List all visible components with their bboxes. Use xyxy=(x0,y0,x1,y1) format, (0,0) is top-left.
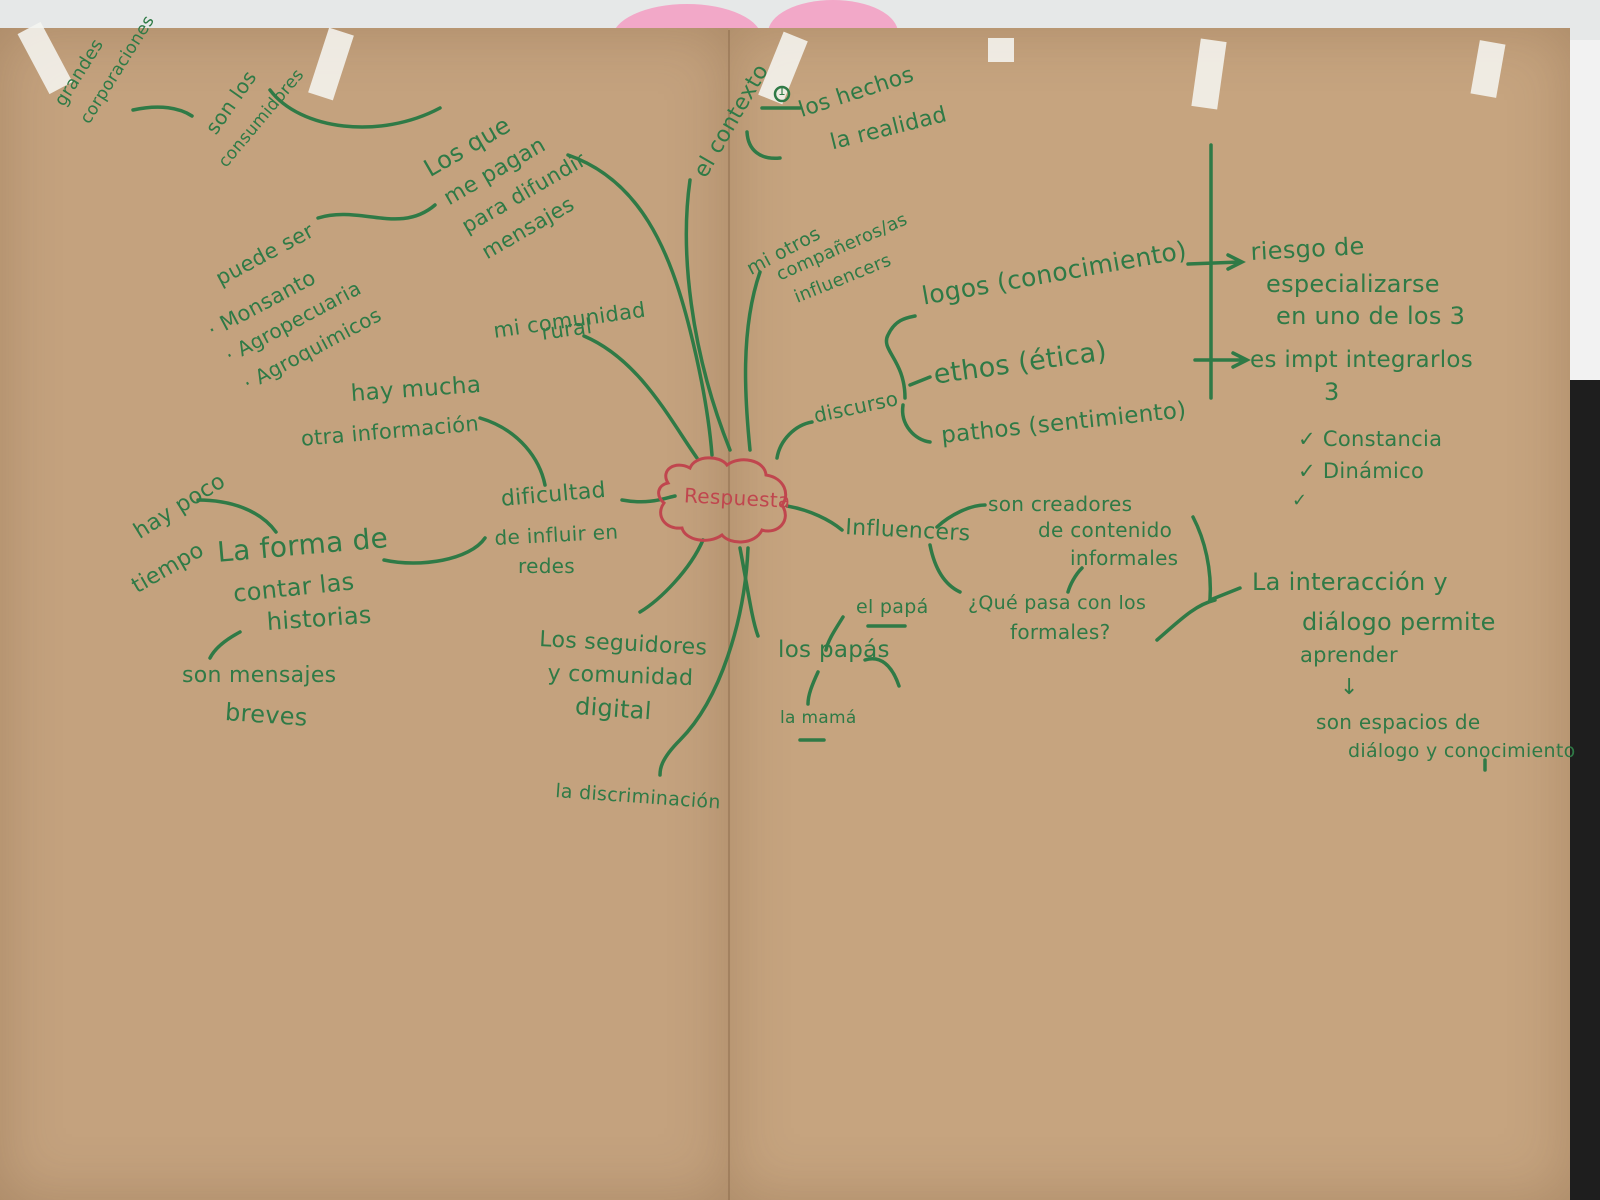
masking-tape xyxy=(988,38,1014,62)
note-dialogo-permite: diálogo permite xyxy=(1302,608,1496,636)
note-digital: digital xyxy=(574,692,653,726)
paper-fold xyxy=(728,30,730,1200)
note-riesgo-de: riesgo de xyxy=(1249,232,1366,266)
note-son-mensajes: son mensajes xyxy=(182,663,337,688)
note-la-mama: la mamá xyxy=(780,708,857,728)
note-la-interaccion: La interacción y xyxy=(1252,568,1448,596)
note-redes: redes xyxy=(518,554,576,578)
note-constancia: ✓ Constancia xyxy=(1298,427,1443,451)
note-son-espacios: son espacios de xyxy=(1316,710,1481,734)
note-es-impt: es impt integrarlos xyxy=(1250,347,1474,373)
note-formales: formales? xyxy=(1010,620,1111,644)
note-el-papa: el papá xyxy=(856,596,929,618)
note-los-papas: los papás xyxy=(778,637,890,663)
note-circle-number: 1 xyxy=(778,84,786,98)
note-tres: 3 xyxy=(1324,378,1340,406)
note-dinamico: ✓ Dinámico xyxy=(1298,459,1425,483)
note-son-creadores: son creadores xyxy=(988,492,1133,516)
note-de-contenido: de contenido xyxy=(1038,518,1173,542)
arrow-down-icon: ↓ xyxy=(1340,675,1359,700)
note-en-uno: en uno de los 3 xyxy=(1276,302,1466,330)
kraft-paper-right xyxy=(728,28,1570,1200)
note-breves: breves xyxy=(224,698,309,732)
note-informales: informales xyxy=(1070,546,1179,570)
note-aprender: aprender xyxy=(1300,643,1398,667)
center-node-label: Respuesta xyxy=(683,483,792,513)
note-que-pasa: ¿Qué pasa con los xyxy=(968,592,1147,614)
note-especializarse: especializarse xyxy=(1266,270,1440,298)
note-y-comunidad: y comunidad xyxy=(547,661,694,692)
note-check-mark: ✓ xyxy=(1292,490,1308,511)
note-dialogo-conocimiento: diálogo y conocimiento xyxy=(1348,740,1576,762)
